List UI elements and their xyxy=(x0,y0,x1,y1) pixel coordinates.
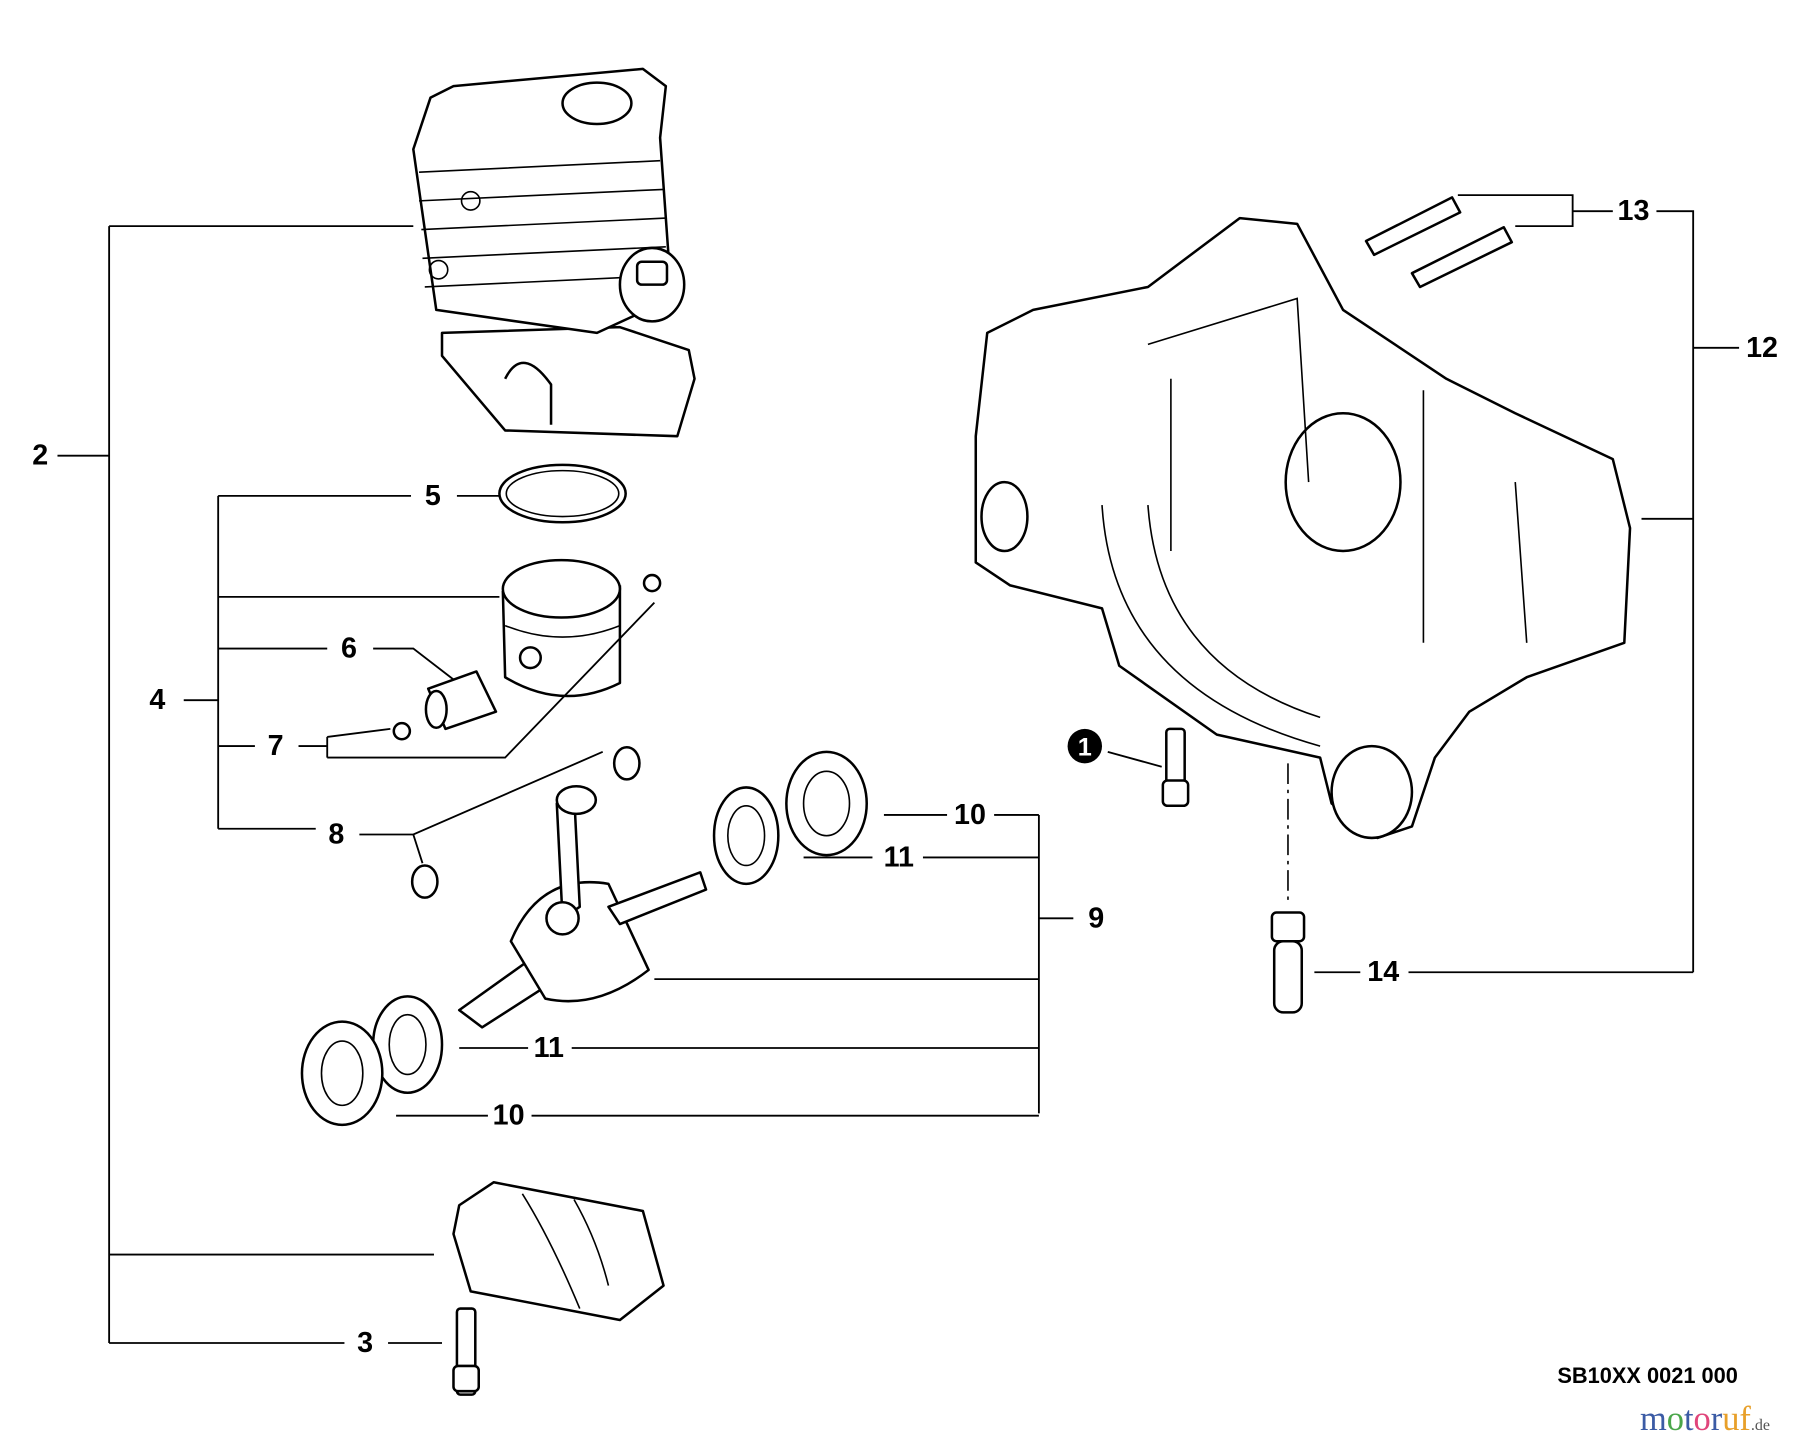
callout-13: 13 xyxy=(1618,195,1650,227)
callout-10-upper: 10 xyxy=(954,799,986,831)
callout-4: 4 xyxy=(149,684,165,716)
part-seal-upper xyxy=(785,750,868,857)
drawing-code: SB10XX 0021 000 xyxy=(1557,1363,1738,1388)
part-washer xyxy=(612,745,641,781)
part-washer xyxy=(410,864,439,899)
part-oil-pickup xyxy=(1270,911,1306,1014)
leader-lines xyxy=(57,194,1740,1344)
callout-8: 8 xyxy=(328,818,344,850)
callout-7: 7 xyxy=(268,730,284,762)
callout-1: 1 xyxy=(1078,733,1092,761)
part-seal-lower xyxy=(300,1020,384,1127)
watermark-logo: motoruf.de xyxy=(1640,1400,1770,1438)
part-crankcase xyxy=(974,216,1632,840)
callout-11-lower: 11 xyxy=(534,1032,564,1064)
part-piston xyxy=(501,558,622,698)
callout-12: 12 xyxy=(1746,332,1778,364)
part-crankshaft xyxy=(457,785,708,1029)
part-bolt-3 xyxy=(452,1307,481,1396)
callout-11-upper: 11 xyxy=(884,841,914,873)
callout-10-lower: 10 xyxy=(493,1100,525,1132)
callout-14: 14 xyxy=(1367,956,1399,988)
part-crankcase-half xyxy=(452,1181,665,1322)
part-cylinder xyxy=(412,67,696,438)
part-bolt-1 xyxy=(1161,727,1190,808)
part-studs xyxy=(1364,196,1514,289)
callout-9: 9 xyxy=(1088,902,1104,934)
part-bearing-lower xyxy=(371,995,444,1095)
callout-5: 5 xyxy=(425,480,441,512)
callout-3: 3 xyxy=(357,1327,373,1359)
part-piston-ring xyxy=(498,463,627,524)
part-circlip xyxy=(392,721,412,741)
part-bearing-upper xyxy=(712,786,780,886)
callout-2: 2 xyxy=(32,440,48,472)
part-piston-pin xyxy=(424,670,498,731)
callout-1-badge xyxy=(1067,728,1103,764)
callout-6: 6 xyxy=(341,633,357,665)
part-circlip xyxy=(642,573,662,593)
